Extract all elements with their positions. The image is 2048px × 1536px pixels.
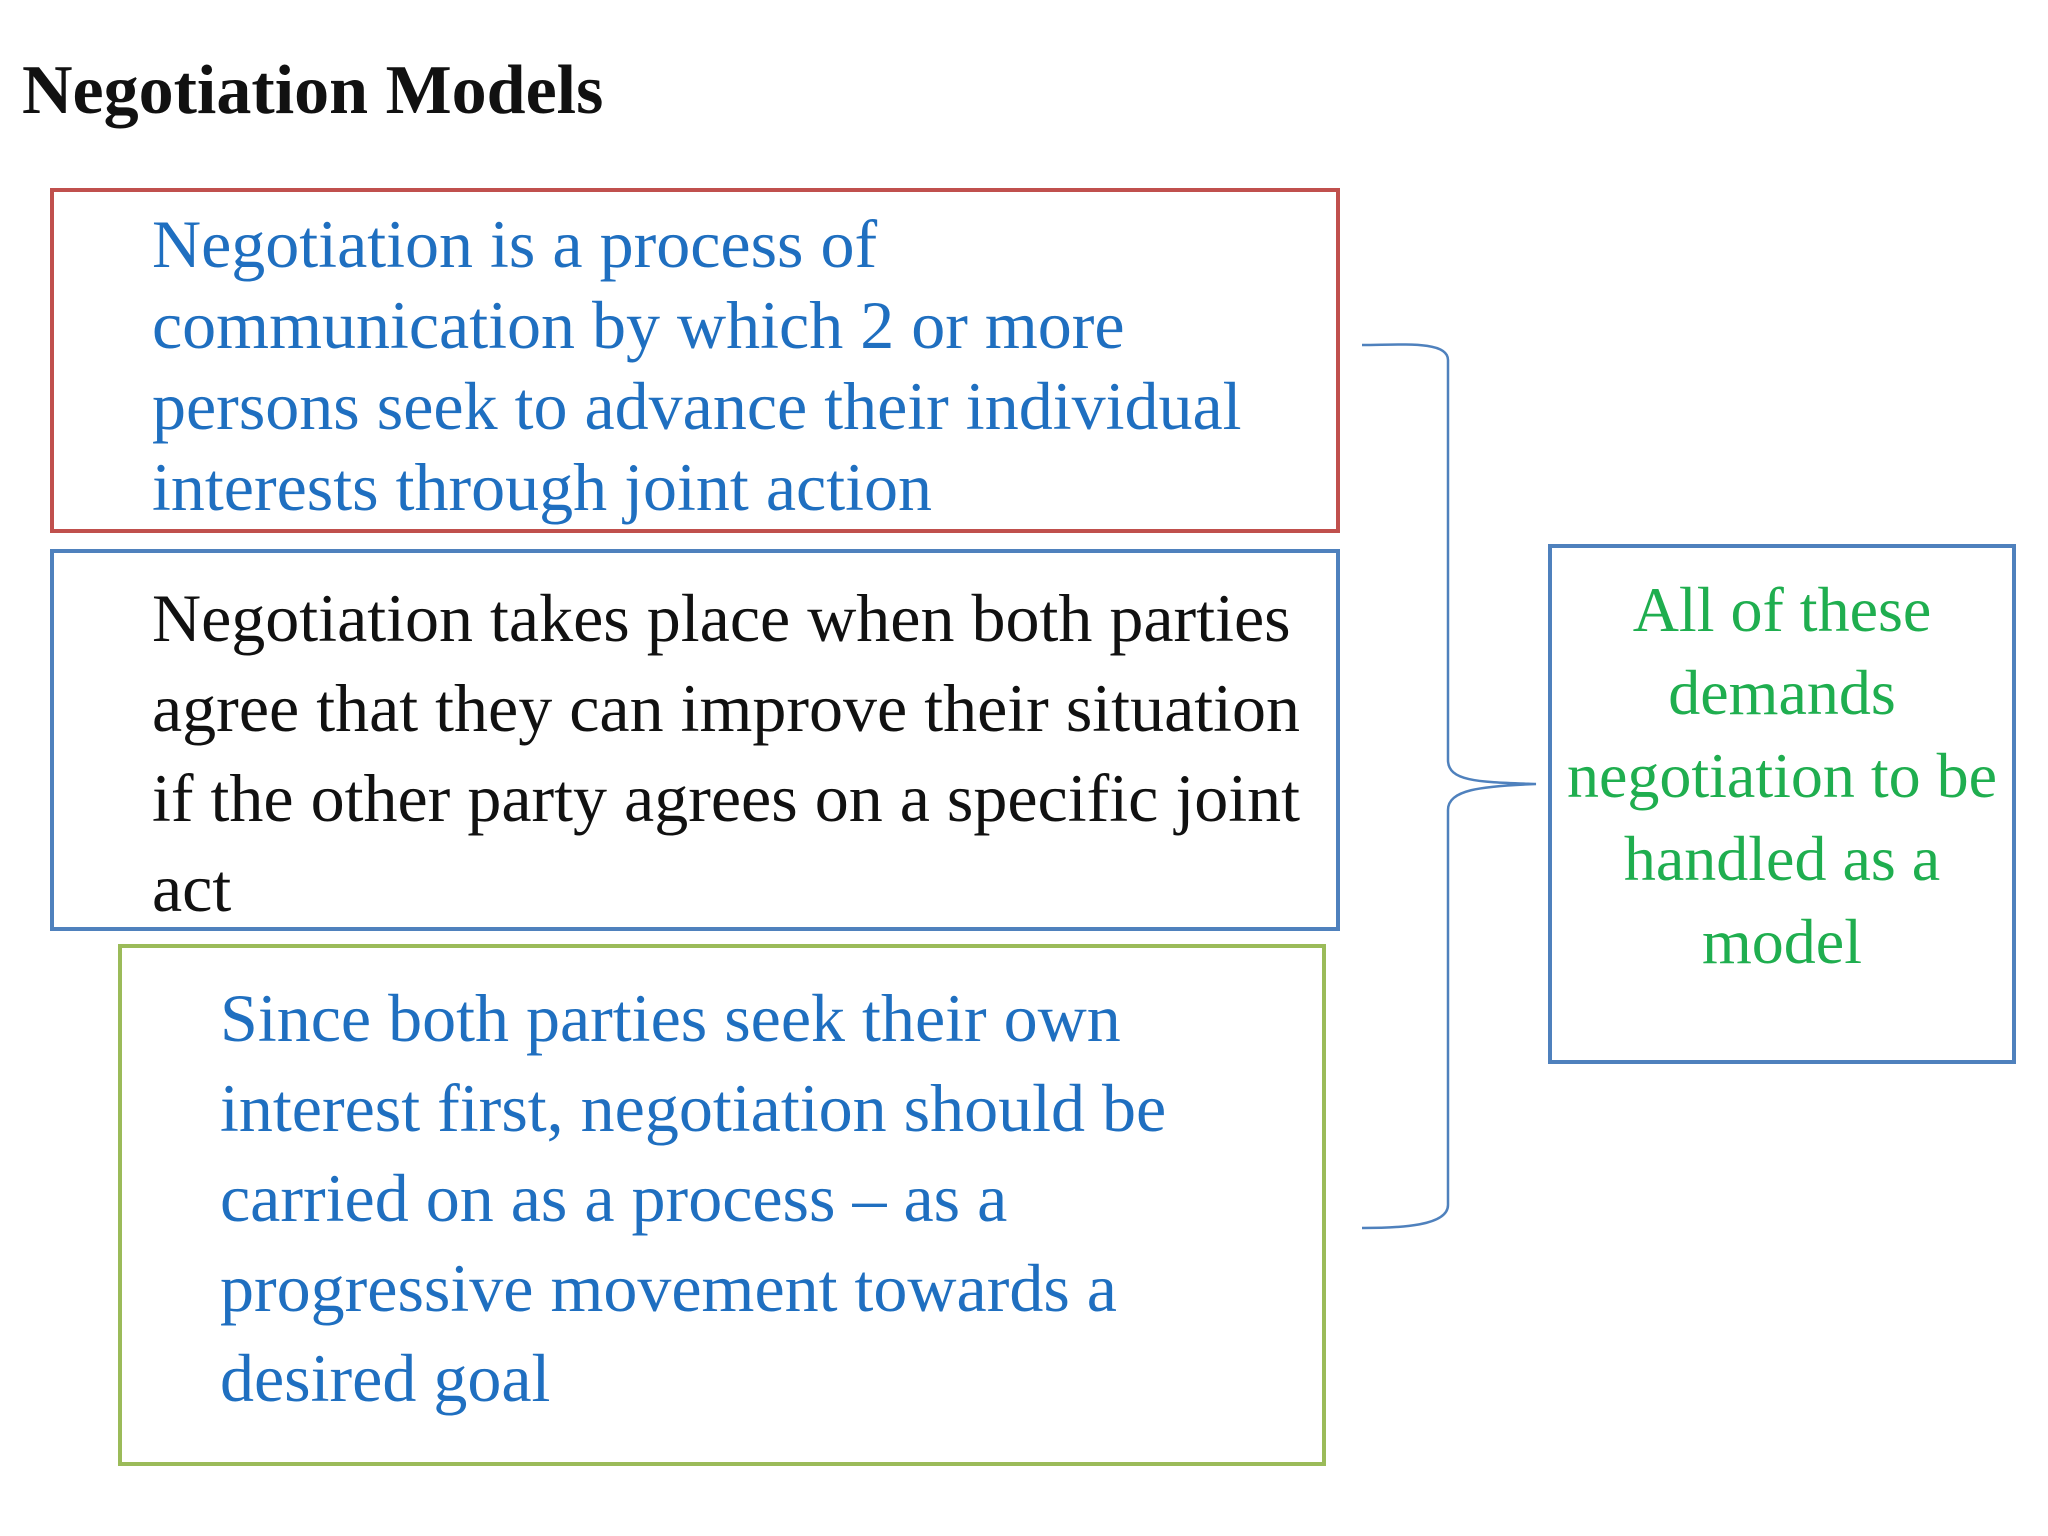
summary-box: All of these demands negotiation to be h…: [1548, 544, 2016, 1064]
definition-text: Negotiation is a process of communicatio…: [152, 206, 1242, 525]
definition-box: Negotiation is a process of communicatio…: [50, 188, 1340, 533]
condition-text: Negotiation takes place when both partie…: [152, 580, 1301, 926]
summary-text: All of these demands negotiation to be h…: [1566, 574, 1998, 977]
slide-title: Negotiation Models: [22, 52, 604, 129]
process-text: Since both parties seek their own intere…: [220, 980, 1167, 1416]
brace-path: [1361, 343, 1537, 1230]
condition-box: Negotiation takes place when both partie…: [50, 549, 1340, 931]
process-box: Since both parties seek their own intere…: [118, 944, 1326, 1466]
